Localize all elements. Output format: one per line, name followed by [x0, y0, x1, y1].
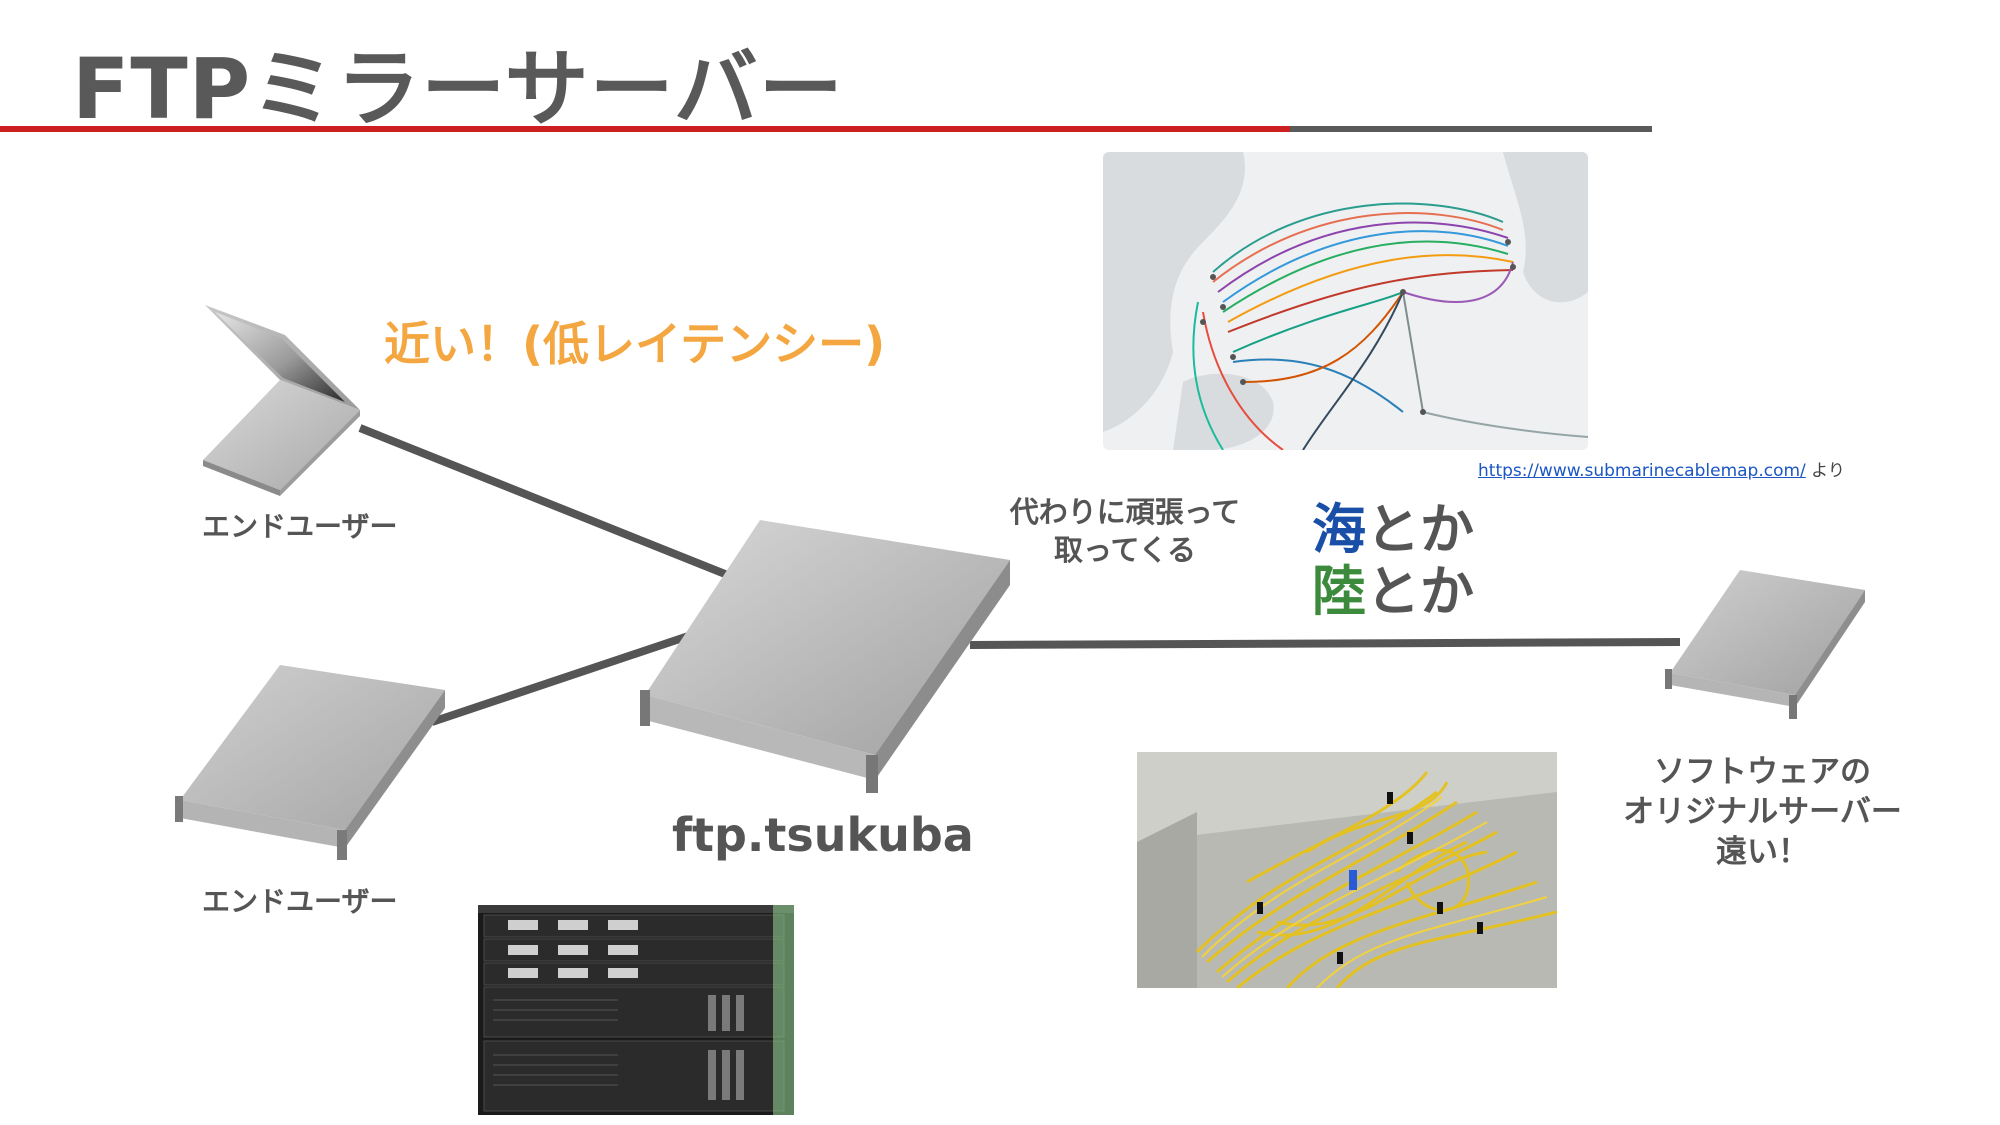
laptop-icon [203, 305, 360, 496]
submarine-cable-map-image [1103, 152, 1588, 450]
end-user-label-bottom: エンドユーザー [202, 885, 398, 918]
latency-note: 近い！(低レイテンシー) [384, 317, 886, 371]
title-underline-red [0, 126, 1290, 132]
proxy-note: 代わりに頑張って 取ってくる [1000, 493, 1250, 569]
source-suffix: より [1805, 461, 1845, 481]
origin-server-note: ソフトウェアの オリジナルサーバー 遠い！ [1590, 752, 1935, 872]
origin-note-line1: ソフトウェアの [1654, 754, 1871, 790]
slide-title: FTPミラーサーバー [72, 40, 844, 138]
land-route-text: 陸とか [1312, 560, 1474, 624]
end-user-label-top: エンドユーザー [202, 510, 398, 543]
fiber-cables-photo [1137, 752, 1557, 988]
link-ftp-origin [969, 638, 1681, 649]
land-kanji: 陸 [1312, 560, 1366, 623]
sea-route-text: 海とか [1312, 498, 1474, 562]
ftp-server-label: ftp.tsukuba [672, 808, 974, 862]
server-rack-photo [478, 905, 794, 1115]
sea-suffix: とか [1366, 498, 1474, 561]
proxy-note-line2: 取ってくる [1053, 533, 1197, 567]
proxy-note-line1: 代わりに頑張って [1009, 495, 1241, 529]
source-link[interactable]: https://www.submarinecablemap.com/ [1478, 461, 1806, 481]
ftp-server-icon [640, 520, 1010, 793]
origin-note-line2: オリジナルサーバー [1623, 794, 1902, 830]
sea-kanji: 海 [1312, 498, 1366, 561]
title-underline-gray [1290, 126, 1652, 132]
image-source-credit: https://www.submarinecablemap.com/ より [1478, 456, 1845, 481]
land-suffix: とか [1366, 560, 1474, 623]
origin-server-icon [1665, 570, 1865, 719]
origin-note-line3: 遠い！ [1716, 834, 1809, 870]
rack-server-icon [175, 665, 445, 860]
link-laptop-ftp [358, 424, 792, 604]
